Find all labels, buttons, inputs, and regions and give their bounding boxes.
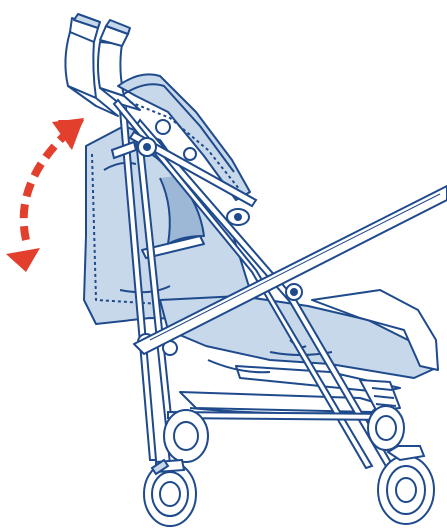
wheel-icon: [144, 406, 434, 526]
storage-basket: [180, 380, 400, 413]
handle-icon: [65, 14, 140, 116]
recline-arrow-icon: [6, 118, 84, 272]
